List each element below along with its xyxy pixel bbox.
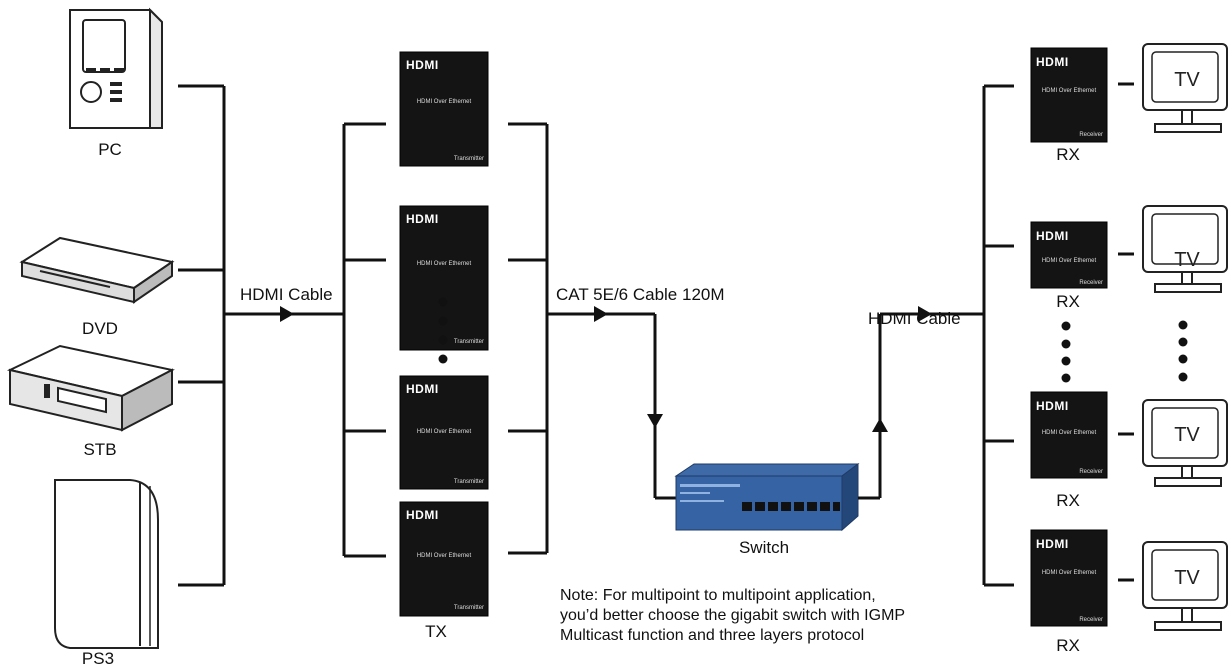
tx-input-bus <box>342 122 386 558</box>
tx-2-logo: HDMI <box>406 212 439 226</box>
tx-2-title: HDMI Over Ethernet <box>417 261 472 267</box>
note-line-3: Multicast function and three layers prot… <box>560 627 864 644</box>
tv-4-label: TV <box>1174 567 1200 589</box>
tx-3-caption: Transmitter <box>454 479 484 485</box>
rx-3-caption: Receiver <box>1079 469 1103 475</box>
pc-label: PC <box>98 140 122 159</box>
tx-2-caption: Transmitter <box>454 339 484 345</box>
rx-4-logo: HDMI <box>1036 537 1069 551</box>
pc-device <box>69 7 163 129</box>
tv-1: TV <box>1142 43 1228 133</box>
transmitter-4: HDMI HDMI Over Ethernet Transmitter <box>399 501 489 617</box>
note-block: Note: For multipoint to multipoint appli… <box>560 587 905 644</box>
rx-4-caption: Receiver <box>1079 617 1103 623</box>
switch-label: Switch <box>739 538 789 557</box>
tv-1-label: TV <box>1174 69 1200 91</box>
network-switch <box>674 463 860 532</box>
ps3-label: PS3 <box>82 649 114 664</box>
tv-3: TV <box>1142 399 1228 487</box>
receiver-3: HDMI HDMI Over Ethernet Receiver <box>1030 391 1108 479</box>
hdmi-out-cable-label: HDMI Cable <box>868 309 961 328</box>
rx-1-logo: HDMI <box>1036 55 1069 69</box>
rx-2-title: HDMI Over Ethernet <box>1042 258 1097 264</box>
tx-group-label: TX <box>425 622 447 641</box>
rx-3-title: HDMI Over Ethernet <box>1042 430 1097 436</box>
hdmi-out-arrow <box>918 306 932 322</box>
rx-2-logo: HDMI <box>1036 229 1069 243</box>
uplink-arrow-up <box>872 418 888 432</box>
dvd-label: DVD <box>82 319 118 338</box>
tx-ellipsis <box>438 297 448 364</box>
rx-4-title: HDMI Over Ethernet <box>1042 570 1097 576</box>
rx-tv-links <box>1118 82 1134 582</box>
tv-ellipsis <box>1178 320 1188 382</box>
cat-arrow-right <box>594 306 608 322</box>
tx-1-caption: Transmitter <box>454 156 484 162</box>
rx-4-label: RX <box>1056 636 1080 655</box>
note-line-1: Note: For multipoint to multipoint appli… <box>560 587 876 604</box>
note-line-2: you’d better choose the gigabit switch w… <box>560 607 905 624</box>
rx-2-caption: Receiver <box>1079 280 1103 286</box>
tv-2: TV <box>1142 205 1228 293</box>
transmitter-3: HDMI HDMI Over Ethernet Transmitter <box>399 375 489 490</box>
rx-bus <box>982 84 1014 587</box>
switch-ports <box>742 502 840 511</box>
cat-arrow-down <box>647 414 663 428</box>
receiver-2: HDMI HDMI Over Ethernet Receiver <box>1030 221 1108 289</box>
transmitter-2: HDMI HDMI Over Ethernet Transmitter <box>399 205 489 351</box>
receiver-4: HDMI HDMI Over Ethernet Receiver <box>1030 529 1108 627</box>
rx-1-title: HDMI Over Ethernet <box>1042 88 1097 94</box>
cat-cable-label: CAT 5E/6 Cable 120M <box>556 285 725 304</box>
tv-3-label: TV <box>1174 424 1200 446</box>
tx-4-title: HDMI Over Ethernet <box>417 553 472 559</box>
rx-1-caption: Receiver <box>1079 132 1103 138</box>
rx-3-label: RX <box>1056 491 1080 510</box>
hdmi-in-cable-label: HDMI Cable <box>240 285 333 304</box>
tx-output-bus <box>508 122 676 555</box>
tx-1-title: HDMI Over Ethernet <box>417 99 472 105</box>
dvd-device <box>19 236 175 304</box>
tv-2-label: TV <box>1174 249 1200 271</box>
rx-3-logo: HDMI <box>1036 399 1069 413</box>
tv-4: TV <box>1142 541 1228 631</box>
stb-label: STB <box>83 440 116 459</box>
tx-3-logo: HDMI <box>406 382 439 396</box>
rx-ellipsis <box>1061 321 1071 383</box>
tx-1-logo: HDMI <box>406 58 439 72</box>
hdmi-in-arrow <box>280 306 294 322</box>
tx-3-title: HDMI Over Ethernet <box>417 429 472 435</box>
transmitter-1: HDMI HDMI Over Ethernet Transmitter <box>399 51 489 167</box>
tx-4-logo: HDMI <box>406 508 439 522</box>
rx-1-label: RX <box>1056 145 1080 164</box>
stb-device <box>7 344 175 432</box>
source-bus <box>178 84 344 587</box>
rx-2-label: RX <box>1056 292 1080 311</box>
tx-4-caption: Transmitter <box>454 605 484 611</box>
rx-uplink <box>858 306 984 500</box>
ps3-device <box>54 479 159 649</box>
receiver-1: HDMI HDMI Over Ethernet Receiver <box>1030 47 1108 143</box>
